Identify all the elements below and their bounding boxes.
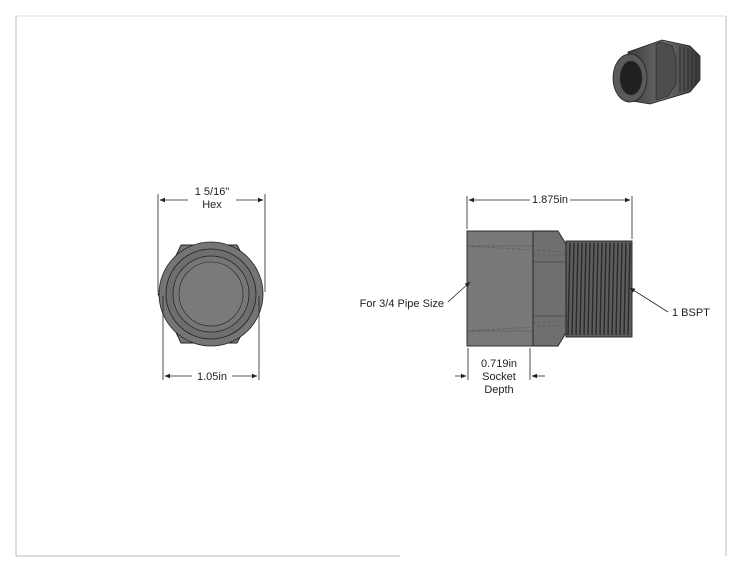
thread-line <box>567 242 571 336</box>
thread-line <box>595 242 599 336</box>
socket-depth-caption-1: Socket <box>482 371 516 383</box>
sheet-frame <box>15 15 727 557</box>
hex-size-label: 1 5/16" <box>195 186 230 198</box>
thread-line <box>607 242 611 336</box>
thread-line <box>575 242 579 336</box>
thread-line <box>571 242 575 336</box>
thread-line <box>579 242 583 336</box>
thread-line <box>591 242 595 336</box>
side-view: 1.875in For 3/4 Pipe Size 1 BSPT 0.719in… <box>360 192 710 396</box>
thread-line <box>611 242 615 336</box>
thread-line <box>627 242 631 336</box>
thread-line <box>615 242 619 336</box>
hex-caption: Hex <box>202 199 222 211</box>
thread-label: 1 BSPT <box>672 307 710 319</box>
width-label: 1.05in <box>197 371 227 383</box>
socket-depth-value: 0.719in <box>481 358 517 370</box>
thread-line <box>619 242 623 336</box>
thread-lines <box>567 242 631 336</box>
thread-line <box>583 242 587 336</box>
pipe-size-label: For 3/4 Pipe Size <box>360 298 444 310</box>
socket-depth-caption-2: Depth <box>484 384 513 396</box>
hex-collar <box>532 230 567 347</box>
thread-line <box>623 242 627 336</box>
front-view: 1 5/16" Hex 1.05in <box>157 185 266 383</box>
thread-line <box>603 242 607 336</box>
thread-line <box>599 242 603 336</box>
thread-line <box>587 242 591 336</box>
isometric-preview <box>612 39 701 105</box>
length-label: 1.875in <box>532 194 568 206</box>
